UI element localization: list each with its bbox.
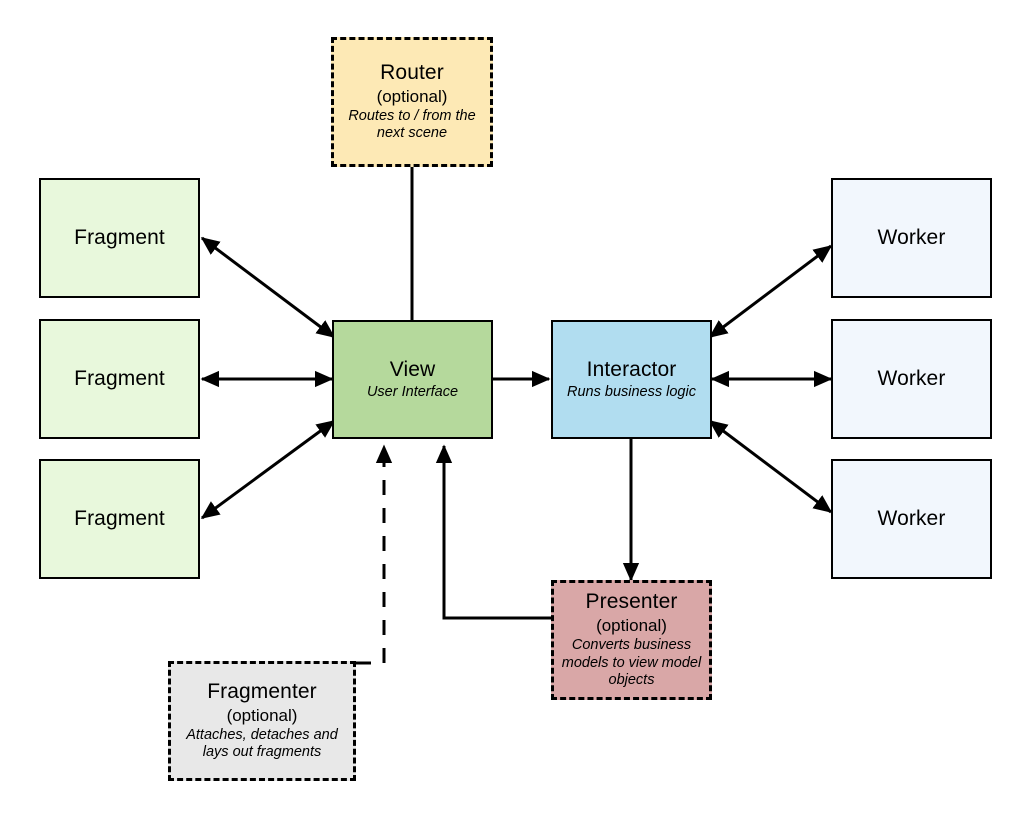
edge-fragmenter-to-view [356,444,393,665]
node-presenter[interactable]: Presenter (optional) Converts business m… [551,580,712,700]
interactor-title: Interactor [586,357,677,381]
view-title: View [389,357,436,381]
view-description: User Interface [366,383,459,400]
edge-interactor-worker-3 [708,419,833,514]
fragmenter-title: Fragmenter [207,679,317,703]
presenter-optional-label: (optional) [596,615,667,635]
node-worker-2[interactable]: Worker [831,319,992,439]
worker-3-title: Worker [877,506,946,530]
node-interactor[interactable]: Interactor Runs business logic [551,320,712,439]
presenter-title: Presenter [585,590,678,614]
node-fragment-3[interactable]: Fragment [39,459,200,579]
fragment-3-title: Fragment [74,506,165,530]
router-title: Router [380,60,444,84]
fragmenter-description: Attaches, detaches and lays out fragment… [186,726,338,761]
edge-fragment-1-view [200,236,336,339]
node-worker-1[interactable]: Worker [831,178,992,298]
fragmenter-optional-label: (optional) [226,705,298,725]
node-fragmenter[interactable]: Fragmenter (optional) Attaches, detaches… [168,661,356,781]
node-worker-3[interactable]: Worker [831,459,992,579]
node-fragment-1[interactable]: Fragment [39,178,200,298]
worker-2-title: Worker [877,366,946,390]
router-optional-label: (optional) [376,86,448,106]
worker-1-title: Worker [877,225,946,249]
presenter-description: Converts business models to view model o… [561,636,702,689]
fragment-1-title: Fragment [74,225,165,249]
fragment-2-title: Fragment [74,366,165,390]
edge-interactor-worker-1 [708,244,833,339]
edge-presenter-to-view [435,444,551,620]
interactor-description: Runs business logic [567,383,696,400]
router-description: Routes to / from the next scene [348,107,476,142]
node-fragment-2[interactable]: Fragment [39,319,200,439]
node-view[interactable]: View User Interface [332,320,493,439]
node-router[interactable]: Router (optional) Routes to / from the n… [331,37,493,167]
edge-fragment-3-view [200,419,336,520]
